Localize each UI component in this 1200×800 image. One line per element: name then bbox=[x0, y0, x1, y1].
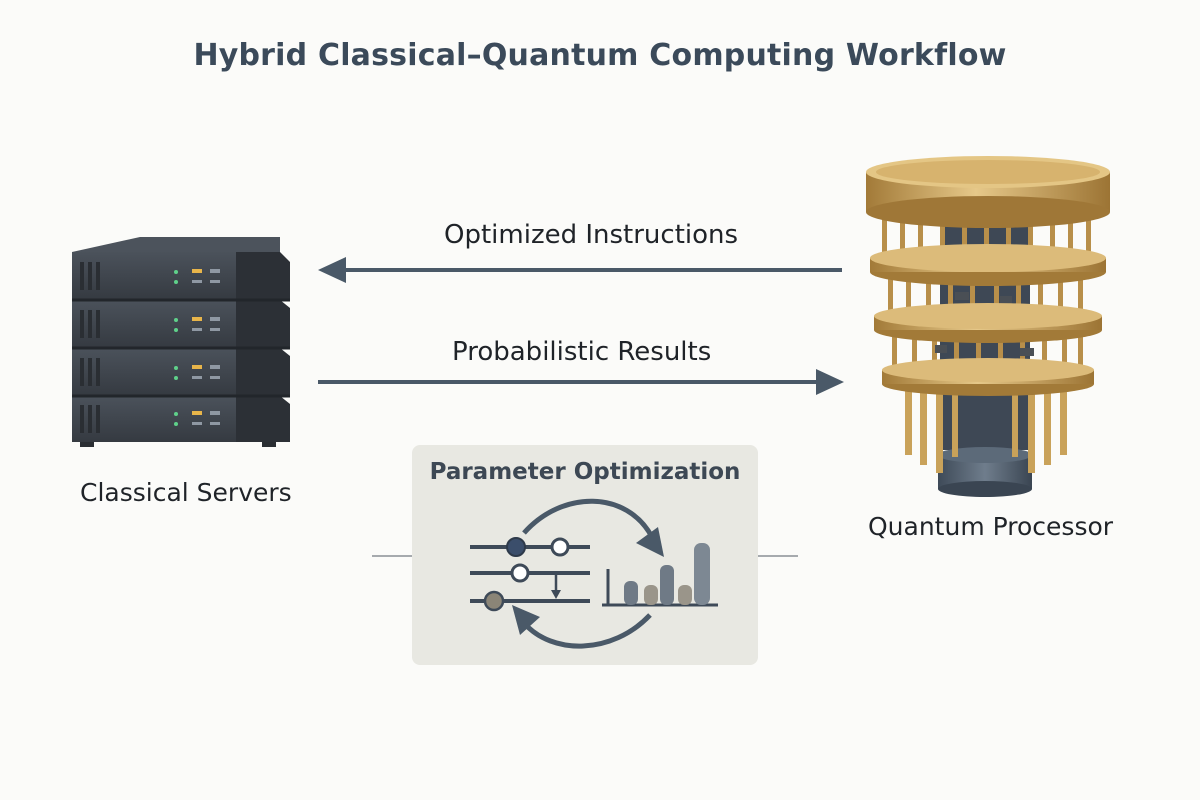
parameter-optimization-title: Parameter Optimization bbox=[429, 459, 741, 485]
arrow-to-classical bbox=[318, 257, 842, 283]
edge-label-probabilistic-results: Probabilistic Results bbox=[452, 337, 712, 367]
quantum-chandelier-icon bbox=[866, 156, 1110, 497]
bar-chart-icon bbox=[602, 543, 718, 607]
quantum-processor-label: Quantum Processor bbox=[868, 512, 1114, 541]
optimization-graphics bbox=[470, 498, 718, 649]
diagram-title: Hybrid Classical–Quantum Computing Workf… bbox=[193, 38, 1007, 73]
cycle-arrows-icon bbox=[512, 498, 664, 649]
classical-servers-label: Classical Servers bbox=[80, 478, 292, 507]
parameter-optimization-panel: Parameter Optimization bbox=[412, 445, 758, 665]
edge-label-optimized-instructions: Optimized Instructions bbox=[444, 220, 739, 250]
server-rack-icon bbox=[72, 237, 290, 447]
arrow-to-quantum bbox=[318, 369, 844, 395]
sliders-icon bbox=[470, 537, 590, 612]
